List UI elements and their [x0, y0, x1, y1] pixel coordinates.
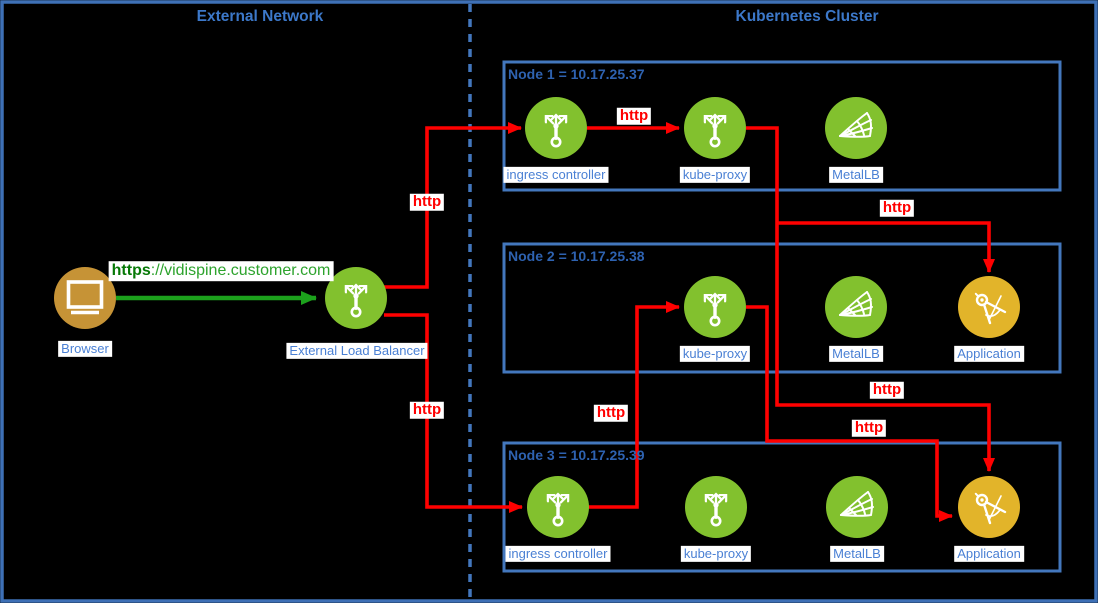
node3-ingress-controller-label: ingress controller	[505, 545, 611, 563]
http-label-to-node3-app-top: http	[869, 381, 905, 399]
node2-title: Node 2 = 10.17.25.38	[508, 248, 645, 264]
node3-metallb-icon	[826, 476, 888, 538]
node3-ingress-controller-icon	[527, 476, 589, 538]
node1-ingress-controller-label: ingress controller	[503, 166, 609, 184]
http-label-lb-to-node3: http	[409, 401, 445, 419]
node2-kube-proxy-label: kube-proxy	[679, 345, 751, 363]
section-title-external-network: External Network	[196, 8, 324, 25]
load-balancer-label: External Load Balancer	[286, 342, 428, 360]
node2-metallb-label: MetalLB	[829, 345, 883, 363]
load-balancer-icon	[325, 267, 387, 329]
edge-node1-kube-proxy-to-node3-app	[746, 126, 995, 472]
http-label-to-node3-app-side: http	[851, 419, 887, 437]
node3-kube-proxy-icon	[685, 476, 747, 538]
node1-metallb-label: MetalLB	[829, 166, 883, 184]
node1-title: Node 1 = 10.17.25.37	[508, 66, 645, 82]
node1-metallb-icon	[825, 97, 887, 159]
https-scheme-text: https	[111, 262, 151, 280]
node2-application-label: Application	[954, 345, 1024, 363]
edge-lb-to-node1-ingress	[384, 122, 522, 289]
browser-label: Browser	[58, 340, 112, 358]
node3-application-icon	[958, 476, 1020, 538]
edge-node2-kube-proxy-to-node3-app	[746, 305, 953, 522]
node1-kube-proxy-icon	[684, 97, 746, 159]
node3-kube-proxy-label: kube-proxy	[680, 545, 752, 563]
node3-title: Node 3 = 10.17.25.39	[508, 447, 645, 463]
node2-kube-proxy-icon	[684, 276, 746, 338]
section-title-kubernetes-cluster: Kubernetes Cluster	[735, 8, 879, 25]
http-label-node1-ingress-to-kube-proxy: http	[616, 107, 652, 125]
http-label-lb-to-node1: http	[409, 193, 445, 211]
node1-ingress-controller-icon	[525, 97, 587, 159]
https-url-label: https://vidispine.customer.com	[108, 261, 334, 281]
node3-application-label: Application	[954, 545, 1024, 563]
http-label-to-node2-app: http	[879, 199, 915, 217]
node1-box	[502, 60, 1062, 192]
node2-application-icon	[958, 276, 1020, 338]
edge-node3-ingress-to-node2-kube-proxy	[588, 301, 680, 509]
https-host-text: ://vidispine.customer.com	[150, 262, 331, 280]
browser-icon	[54, 267, 116, 329]
edge-node1-kube-proxy-to-node2-app	[777, 221, 995, 273]
http-label-node3-ingress-to-node2-kube-proxy: http	[593, 404, 629, 422]
http-edges	[384, 122, 995, 522]
node2-box	[502, 242, 1062, 374]
node3-metallb-label: MetalLB	[830, 545, 884, 563]
node2-metallb-icon	[825, 276, 887, 338]
node1-kube-proxy-label: kube-proxy	[679, 166, 751, 184]
